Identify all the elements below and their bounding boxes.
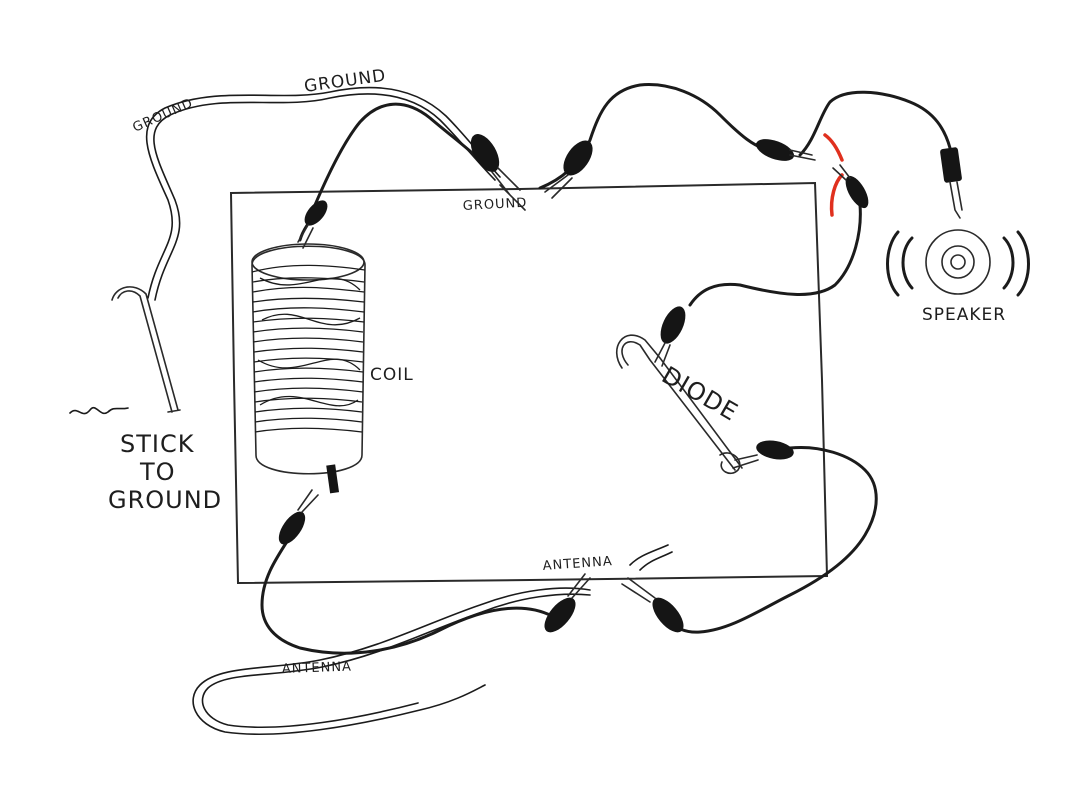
- ground-wire: [145, 86, 501, 301]
- alligator-clip-icon: [544, 573, 591, 633]
- stick-label-line2: TO: [139, 458, 176, 486]
- alligator-clip-icon: [278, 489, 319, 545]
- alligator-clip-icon: [544, 140, 593, 199]
- ground-squiggle: [69, 406, 129, 415]
- ground-label-left: GROUND: [131, 96, 196, 136]
- speaker-icon: [886, 229, 1030, 297]
- board: [229, 181, 829, 585]
- alligator-clip-icon: [832, 164, 869, 209]
- coil-label: COIL: [370, 365, 414, 385]
- speaker-lead-red-bottom: [829, 173, 844, 217]
- diode-label: DIODE: [657, 361, 743, 427]
- alligator-clip-icon: [297, 200, 328, 249]
- wire-diode-to-antenna: [668, 445, 878, 634]
- stick-label-line1: STICK: [120, 430, 195, 458]
- antenna-label-board: ANTENNA: [542, 554, 613, 574]
- headphone-plug-icon: [940, 147, 963, 219]
- alligator-clip-icon: [621, 577, 684, 633]
- alligator-clip-icon: [654, 306, 686, 367]
- stick-label-line3: GROUND: [108, 486, 222, 514]
- wire-speaker-loop: [798, 90, 952, 157]
- antenna-wire: [192, 587, 591, 736]
- alligator-clip-icon: [470, 133, 526, 211]
- wire-coil-bottom: [260, 538, 554, 655]
- speaker-label: SPEAKER: [922, 305, 1006, 325]
- antenna-stub: [629, 544, 673, 571]
- ground-label-board: GROUND: [462, 196, 527, 214]
- coil: [251, 243, 366, 494]
- wire-speaker-to-diode: [688, 203, 862, 307]
- alligator-clip-icon: [755, 139, 816, 161]
- antenna-label-wire: ANTENNA: [282, 660, 353, 677]
- ground-label-top: GROUND: [303, 66, 388, 97]
- speaker-lead-red-top: [823, 133, 844, 162]
- ground-stake-icon: [111, 286, 181, 413]
- diode: [616, 334, 743, 475]
- alligator-clip-icon: [732, 440, 794, 469]
- antenna-wire-inner: [201, 593, 591, 729]
